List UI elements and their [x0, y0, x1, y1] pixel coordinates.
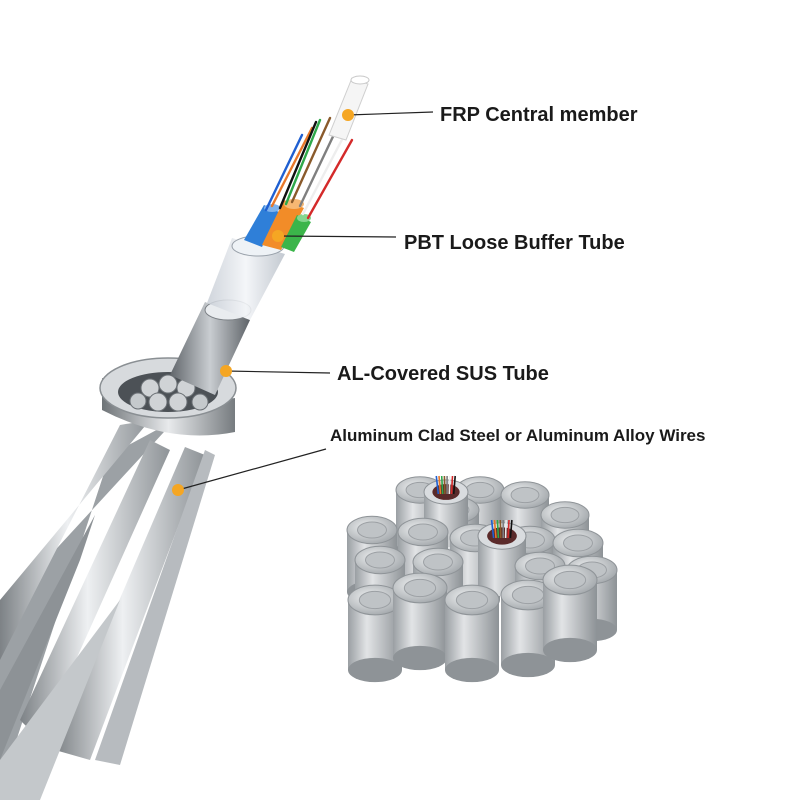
label-pbt-loose-buffer-tube: PBT Loose Buffer Tube [404, 232, 625, 254]
cylinder-hole [403, 578, 437, 598]
cylinder-hole [408, 523, 438, 541]
tube-fiber [443, 475, 446, 495]
tube-fiber [448, 475, 451, 495]
leader-frp [342, 109, 434, 121]
tube-fiber [490, 519, 495, 539]
cylinder-hole [550, 506, 580, 524]
wire-front [392, 572, 448, 671]
tube-core [487, 527, 517, 545]
tube-fiber [496, 519, 500, 539]
tube-fiber [450, 475, 454, 495]
marker-pbt [272, 230, 284, 242]
wire-front [542, 564, 598, 663]
fiber-strand [284, 118, 322, 206]
frp-rod [328, 75, 370, 141]
cylinder-hole [423, 553, 453, 571]
label-frp-central-member: FRP Central member [440, 104, 638, 126]
cylinder-bottom [445, 657, 499, 683]
fiber-strand [270, 126, 314, 208]
cylinder-hole [465, 481, 495, 499]
fiber-strand [278, 120, 318, 210]
cylinder-hole [455, 590, 489, 610]
fiber-strand [290, 116, 332, 204]
marker-al-sus [220, 365, 232, 377]
label-aluminum-clad-wires: Aluminum Clad Steel or Aluminum Alloy Wi… [330, 426, 706, 445]
cylinder-bottom [348, 657, 402, 683]
outer-strands [0, 420, 215, 800]
tube-fiber [435, 475, 440, 495]
cylinder-hole [357, 521, 387, 539]
cylinder-hole [358, 590, 392, 610]
fiber-strand [306, 138, 354, 220]
fiber-strand [301, 130, 348, 216]
pbt-jacket [207, 235, 285, 320]
fiber-tube-unit-front [477, 519, 527, 596]
cylinder-hole [365, 551, 395, 569]
tube-fiber [504, 519, 507, 539]
tube-fiber [452, 475, 456, 495]
leader-al-sus [220, 365, 331, 377]
tube-fiber [438, 475, 442, 495]
cylinder-hole [525, 557, 555, 575]
cylinder-hole [511, 585, 545, 605]
cross-section-bundle [346, 475, 618, 683]
cylinder-bottom [501, 652, 555, 678]
optical-fibers [264, 116, 354, 220]
cylinder-bottom [543, 637, 597, 663]
marker-frp [342, 109, 354, 121]
label-al-covered-sus-tube: AL-Covered SUS Tube [337, 363, 549, 385]
fiber-strand [298, 124, 340, 208]
leader-pbt [272, 230, 397, 242]
tube-fiber [493, 519, 497, 539]
cylinder-hole [510, 486, 540, 504]
fiber-strand [264, 133, 304, 212]
wire-front [444, 584, 500, 683]
tube-fiber [440, 475, 444, 495]
tube-core [432, 484, 460, 500]
cylinder-hole [553, 570, 587, 590]
leader-wires [172, 448, 327, 496]
tube-fiber [507, 519, 510, 539]
cylinder-bottom [393, 645, 447, 671]
tube-fiber [509, 519, 513, 539]
marker-wires [172, 484, 184, 496]
cylinder-hole [563, 534, 593, 552]
tube-fiber [499, 519, 502, 539]
